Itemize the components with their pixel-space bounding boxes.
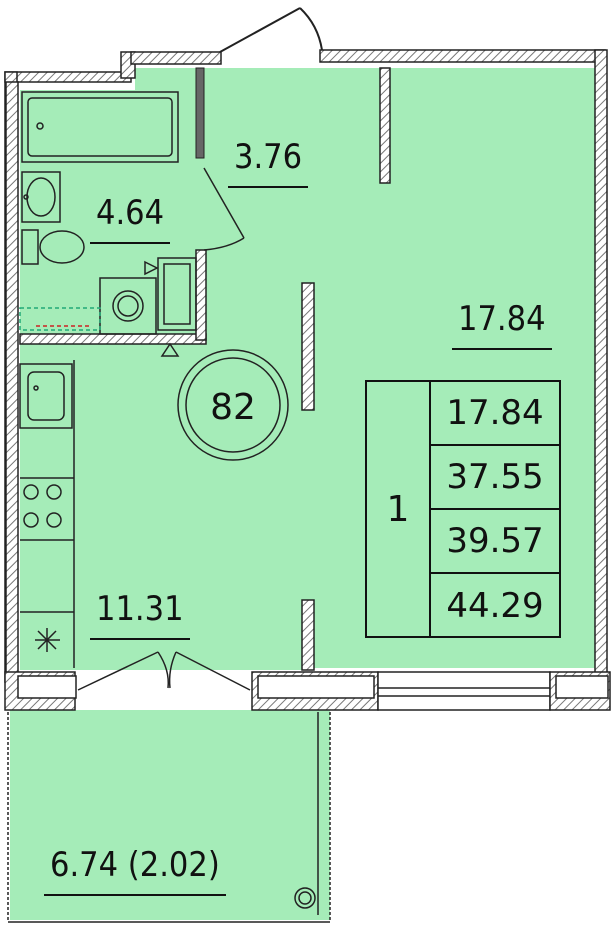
washing-machine [99, 277, 157, 335]
apartment-circle [177, 349, 289, 461]
utility-shaft [144, 257, 197, 357]
summary-living-area: 17.84 [429, 382, 561, 446]
summary-area-2: 37.55 [429, 446, 561, 510]
rooms-count: 1 [367, 382, 431, 636]
entry-door [219, 7, 323, 53]
floor-fill [10, 68, 595, 920]
towel-rail [19, 307, 101, 331]
living-room-area: 17.84 [452, 302, 552, 350]
toilet [21, 229, 85, 265]
bathroom-sink [21, 171, 61, 223]
hallway-area: 3.76 [228, 140, 309, 188]
bathtub [21, 91, 179, 163]
bathroom-door [203, 167, 245, 251]
bottom-wall [4, 671, 611, 711]
apartment-number: 82 [210, 386, 256, 428]
balcony-area: 6.74 (2.02) [44, 848, 226, 896]
area-summary-table: 1 17.84 37.55 39.57 44.29 [365, 380, 561, 638]
summary-area-3: 39.57 [429, 510, 561, 574]
bathroom-area: 4.64 [90, 196, 171, 244]
summary-total-area: 44.29 [446, 586, 544, 626]
kitchen-units [19, 360, 75, 668]
outer-walls [4, 49, 608, 683]
balcony-door [77, 651, 251, 691]
balcony-rail [7, 712, 331, 923]
interior-walls [19, 67, 391, 671]
kitchen-area: 11.31 [90, 592, 190, 640]
